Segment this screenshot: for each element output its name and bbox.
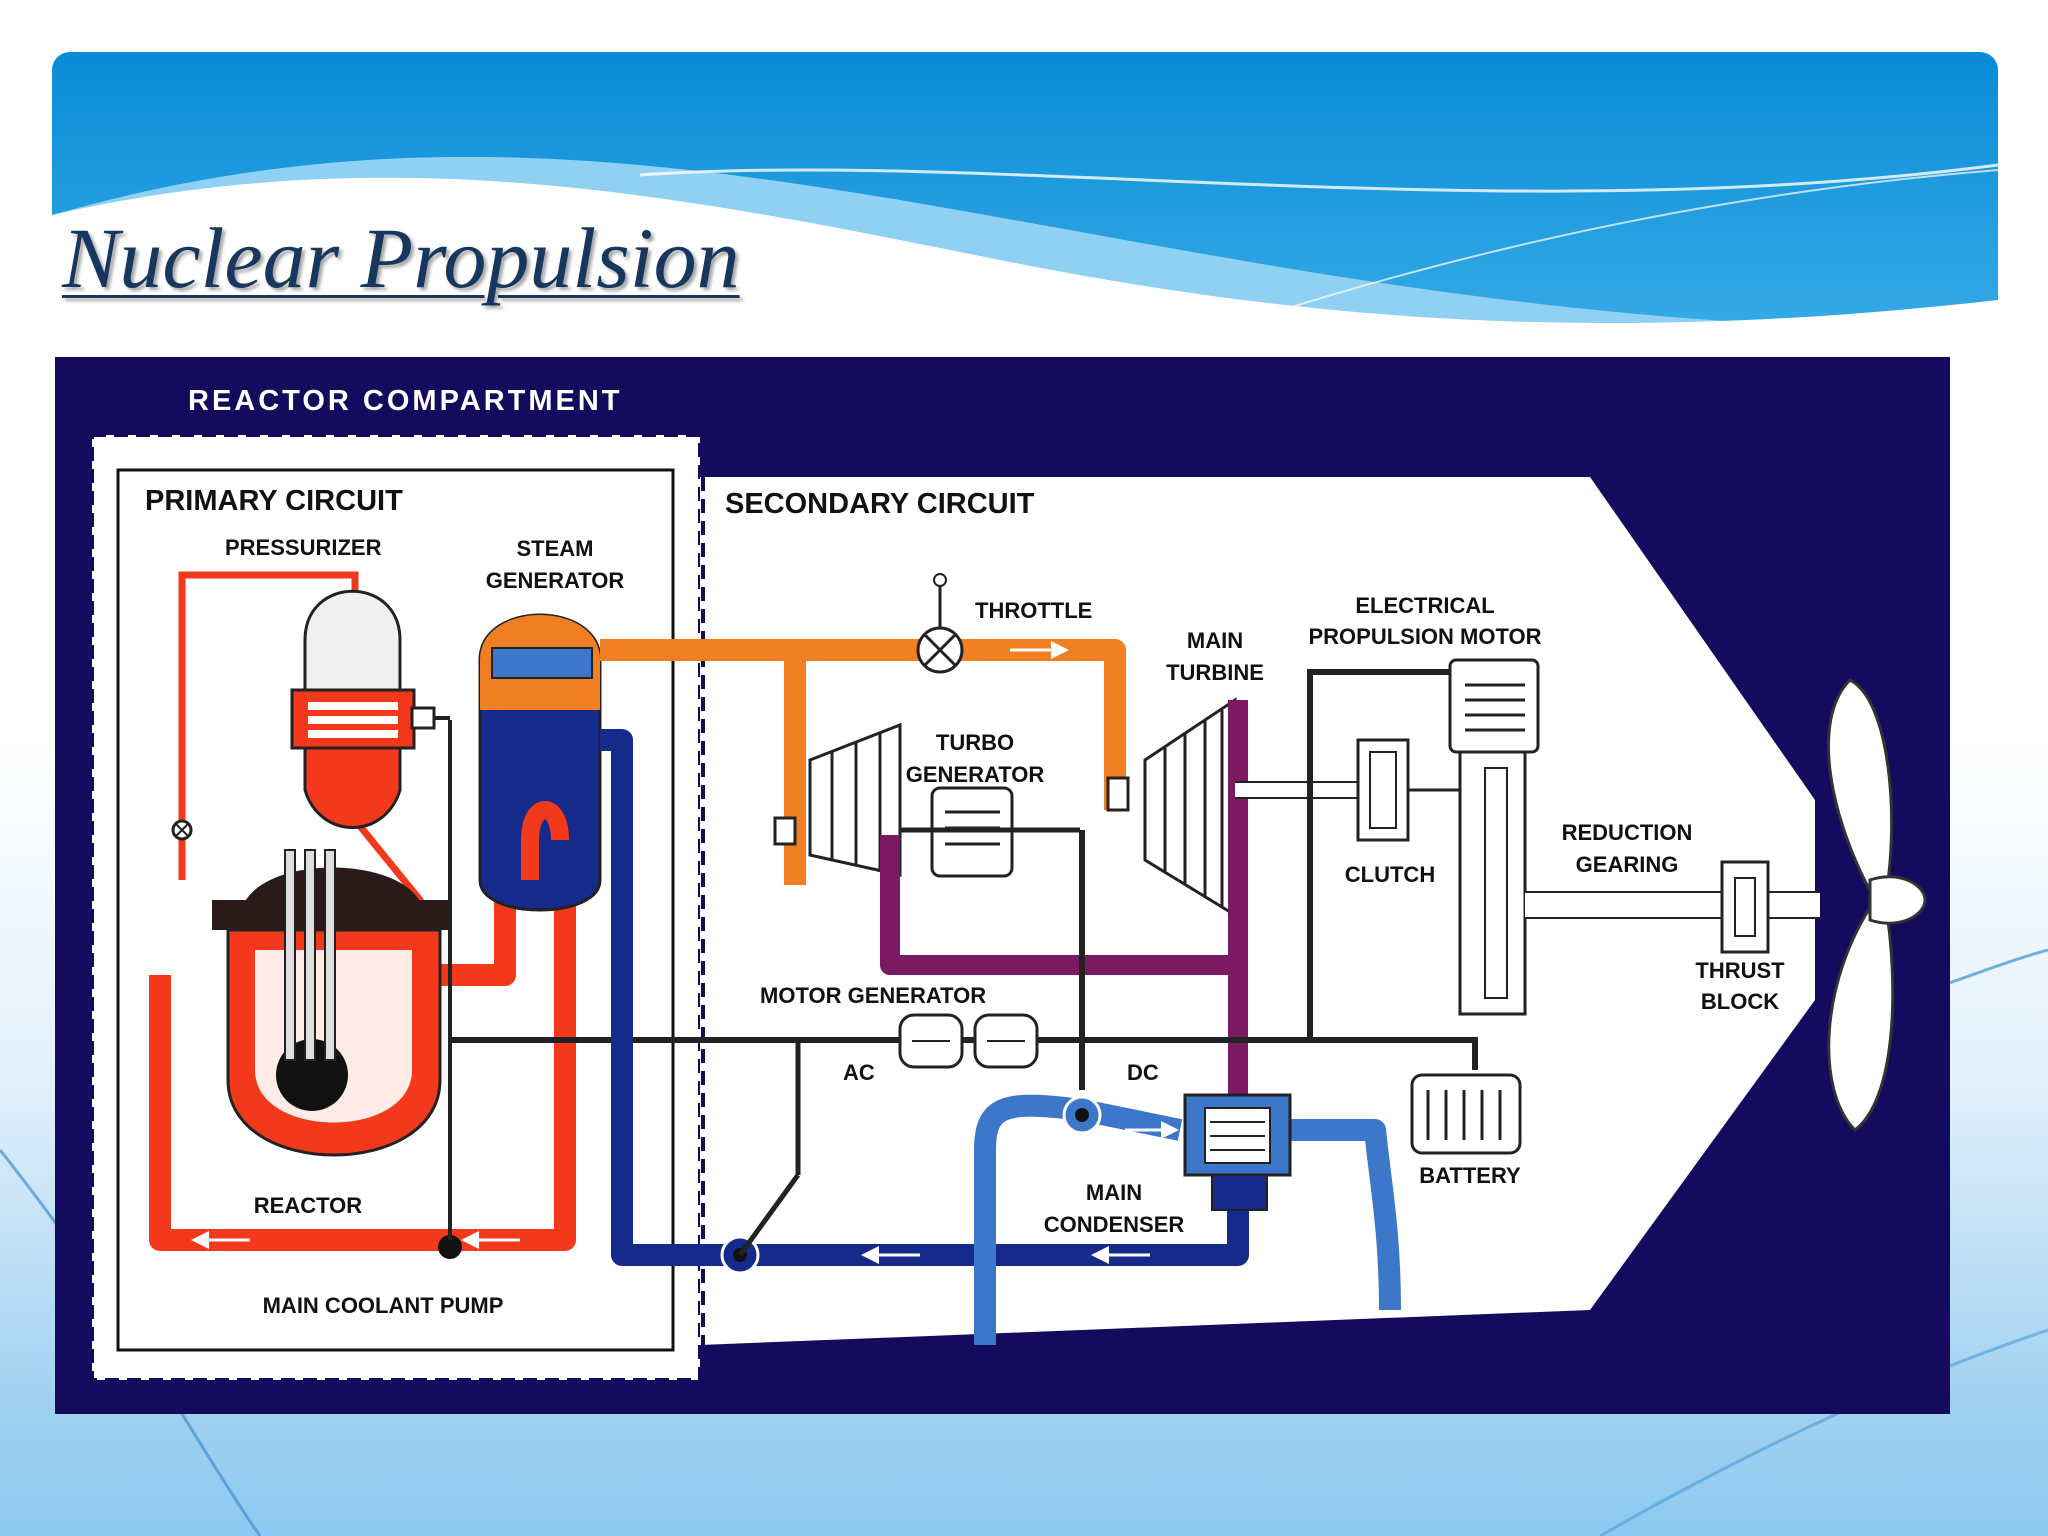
- thrust-block-label-2: BLOCK: [1701, 989, 1779, 1014]
- turbo-generator-label: TURBO: [936, 730, 1014, 755]
- steam-generator-label-2: GENERATOR: [486, 568, 625, 593]
- pressurizer-line: [178, 571, 359, 880]
- main-condenser: [1183, 1093, 1292, 1211]
- main-condenser-label-2: CONDENSER: [1044, 1212, 1185, 1237]
- main-condenser-label: MAIN: [1086, 1180, 1142, 1205]
- condensate-pump-motor-line: [737, 1173, 801, 1257]
- main-coolant-pump: [438, 1235, 462, 1259]
- header-wave-line: [639, 163, 1999, 193]
- thrust-block: [1720, 860, 1770, 954]
- electrical-propulsion-motor-label: ELECTRICAL: [1355, 593, 1494, 618]
- steam-generator: [478, 613, 602, 912]
- secondary-circuit-label: SECONDARY CIRCUIT: [725, 488, 1035, 520]
- main-steam-line: [600, 639, 1126, 810]
- reactor-vessel: [212, 849, 452, 1157]
- motor-generator-label: MOTOR GENERATOR: [760, 983, 986, 1008]
- throttle-valve-icon: [916, 573, 964, 674]
- propeller: [1826, 678, 1927, 1132]
- main-turbine-label: MAIN: [1187, 628, 1243, 653]
- motor-feed-line: [1307, 669, 1450, 1040]
- turbo-gen-steam-line: [784, 639, 806, 885]
- main-turbine-label-2: TURBINE: [1166, 660, 1264, 685]
- condensate-return-line: [600, 729, 1249, 1266]
- clutch: [1356, 738, 1410, 842]
- primary-circuit-label: PRIMARY CIRCUIT: [145, 485, 403, 517]
- main-coolant-pump-label: MAIN COOLANT PUMP: [263, 1293, 504, 1318]
- pressurizer: [290, 589, 436, 829]
- reduction-gearing-label-2: GEARING: [1576, 852, 1679, 877]
- exhaust-steam-line: [880, 700, 1248, 1100]
- electrical-propulsion-motor: [1448, 658, 1540, 754]
- clutch-label: CLUTCH: [1345, 862, 1435, 887]
- reactor-label: REACTOR: [254, 1193, 362, 1218]
- battery: [1410, 1073, 1522, 1155]
- pressurizer-label: PRESSURIZER: [225, 535, 382, 560]
- slide-title: Nuclear Propulsion: [62, 210, 740, 306]
- ac-label: AC: [843, 1060, 875, 1085]
- reduction-gearing-label: REDUCTION: [1562, 820, 1693, 845]
- electrical-bus: [450, 1037, 1478, 1070]
- header-wave-white: [52, 177, 1998, 372]
- motor-generator: [898, 1013, 1039, 1069]
- header-wave-line-2: [1249, 169, 1999, 321]
- thrust-block-label: THRUST: [1695, 958, 1785, 983]
- throttle-label: THROTTLE: [975, 598, 1092, 623]
- bottom-swirl-3: [1599, 1328, 2048, 1536]
- primary-circuit-frame: [116, 468, 675, 1352]
- nuclear-propulsion-diagram: REACTOR COMPARTMENT PRIMARY CIRCUIT SECO…: [55, 357, 1950, 1414]
- turbo-generator-label-2: GENERATOR: [906, 762, 1045, 787]
- electrical-propulsion-motor-label-2: PROPULSION MOTOR: [1308, 624, 1541, 649]
- reduction-gearing: [1458, 750, 1527, 1016]
- battery-label: BATTERY: [1419, 1163, 1521, 1188]
- dc-label: DC: [1127, 1060, 1159, 1085]
- steam-generator-label: STEAM: [517, 536, 594, 561]
- reactor-compartment-label: REACTOR COMPARTMENT: [188, 385, 623, 417]
